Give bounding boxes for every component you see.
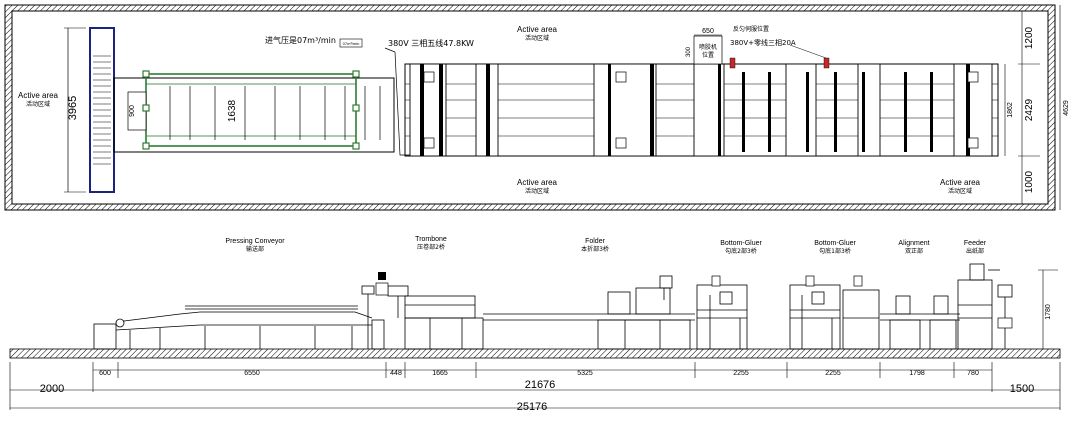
pressing-conveyor-side bbox=[93, 285, 375, 350]
machine-length-dim: 21676 bbox=[525, 379, 556, 391]
conveyor-green-markers bbox=[142, 70, 360, 150]
section-bottom-gluer-2-cn: 勾底1部3桥 bbox=[819, 247, 851, 255]
section-folder-cn: 本折部3桥 bbox=[581, 245, 609, 253]
active-area-right-en: Active area bbox=[940, 178, 981, 187]
right-mid-dim: 1862 bbox=[1007, 102, 1014, 118]
section-bottom-gluer-2: Bottom-Gluer bbox=[814, 240, 856, 247]
glue-machine-width: 650 bbox=[702, 28, 714, 35]
glue-machine-label: 喷胶机位置 bbox=[699, 43, 717, 59]
servo-marker-1 bbox=[729, 57, 736, 69]
folder-side bbox=[483, 275, 695, 350]
conveyor-rollers bbox=[93, 55, 111, 165]
dim-2255-b: 2255 bbox=[825, 370, 841, 377]
right-margin-dim: 1500 bbox=[1010, 383, 1034, 395]
elevation-view: Pressing Conveyor 输送部 Trombone 压卷部2桥 Fol… bbox=[9, 236, 1061, 413]
frame-posts bbox=[420, 64, 970, 156]
active-area-top-cn: 活动区域 bbox=[525, 34, 549, 42]
glue-machine-box bbox=[693, 35, 723, 65]
active-area-top-en: Active area bbox=[517, 25, 558, 34]
section-trombone-cn: 压卷部2桥 bbox=[417, 243, 445, 251]
conveyor-width-dim: 1638 bbox=[227, 99, 238, 122]
right-top-dim: 1200 bbox=[1024, 26, 1035, 49]
conveyor-crossbars bbox=[169, 86, 381, 140]
right-total-dim: 2429 bbox=[1024, 98, 1035, 121]
frame-brackets bbox=[423, 71, 979, 149]
section-alignment: Alignment bbox=[898, 240, 929, 247]
section-bottom-gluer-1: Bottom-Gluer bbox=[720, 240, 762, 247]
dim-600: 600 bbox=[99, 370, 111, 377]
power-note: 380V 三相五线47.8KW bbox=[388, 38, 474, 48]
machine-height-dim: 1780 bbox=[1045, 304, 1052, 320]
section-feeder: Feeder bbox=[964, 240, 987, 247]
glue-machine-height: 300 bbox=[686, 46, 692, 57]
right-bottom-dim: 1000 bbox=[1024, 170, 1035, 193]
conveyor-bed bbox=[113, 77, 395, 153]
section-trombone: Trombone bbox=[415, 236, 447, 243]
left-margin-dim: 2000 bbox=[40, 383, 64, 395]
trombone-side bbox=[371, 285, 484, 350]
section-bottom-gluer-1-cn: 勾底2部3桥 bbox=[725, 247, 757, 255]
alignment-side bbox=[880, 295, 960, 350]
segment-ticks bbox=[9, 362, 1061, 410]
active-area-left-cn: 活动区域 bbox=[26, 100, 50, 108]
dim-5325: 5325 bbox=[577, 370, 593, 377]
dim-1665: 1665 bbox=[432, 370, 448, 377]
dim-1798: 1798 bbox=[909, 370, 925, 377]
section-pressing-conveyor: Pressing Conveyor bbox=[225, 238, 285, 245]
left-height-dim: 3965 bbox=[67, 96, 79, 120]
dim-6550: 6550 bbox=[244, 370, 260, 377]
dim-448: 448 bbox=[390, 370, 402, 377]
section-folder: Folder bbox=[585, 238, 606, 245]
servo-note-line1: 反匀伺服位置 bbox=[733, 25, 769, 33]
active-area-bottom-en: Active area bbox=[517, 178, 558, 187]
servo-note-line2: 380V+零线三相20A bbox=[730, 38, 796, 47]
section-pressing-conveyor-cn: 输送部 bbox=[246, 245, 264, 253]
section-feeder-cn: 出纸部 bbox=[966, 247, 984, 255]
total-length-dim: 25176 bbox=[517, 401, 548, 413]
air-pressure-tag: 07m³/min bbox=[343, 41, 360, 46]
overall-height-dim: 4629 bbox=[1063, 100, 1070, 116]
active-area-right-cn: 活动区域 bbox=[948, 187, 972, 195]
plan-view: Active area 活动区域 Active area 活动区域 Active… bbox=[4, 4, 1070, 211]
active-area-bottom-cn: 活动区域 bbox=[525, 187, 549, 195]
dim-780: 780 bbox=[967, 370, 979, 377]
active-area-left-en: Active area bbox=[18, 91, 59, 100]
bottom-gluer-2-side bbox=[789, 284, 880, 350]
section-alignment-cn: 双正部 bbox=[905, 247, 923, 255]
feeder-width-dim: 900 bbox=[129, 105, 136, 117]
bottom-gluer-1-side bbox=[696, 284, 748, 350]
dim-2255-a: 2255 bbox=[733, 370, 749, 377]
air-pressure-note: 进气压是07m³/min bbox=[265, 35, 336, 45]
trombone-details bbox=[375, 272, 389, 296]
feeder-side bbox=[957, 263, 1013, 350]
floor bbox=[9, 348, 1061, 359]
servo-marker-2 bbox=[823, 57, 830, 69]
